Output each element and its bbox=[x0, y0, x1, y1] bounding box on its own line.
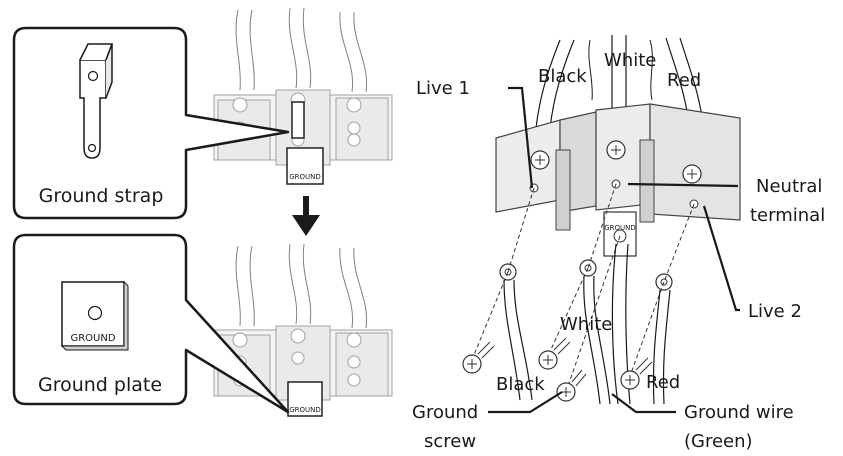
screw-middle-icon bbox=[538, 337, 571, 370]
neutral-label-line1: Neutral bbox=[756, 176, 822, 197]
ground-strap-icon bbox=[79, 43, 114, 159]
ground-screw-label-line2: screw bbox=[424, 431, 476, 452]
main-block-ground-tag: GROUND bbox=[604, 224, 636, 232]
ground-plate-icon: GROUND bbox=[60, 280, 129, 351]
leader-lines bbox=[488, 86, 740, 414]
wire-label-white-top: White bbox=[604, 50, 656, 71]
neutral-label-line2: terminal bbox=[750, 205, 825, 226]
ground-plate-text: GROUND bbox=[70, 333, 115, 344]
ring-terminals bbox=[471, 183, 695, 387]
screw-left-icon bbox=[462, 341, 495, 374]
screw-right-icon bbox=[620, 357, 653, 390]
right-panel: GROUND bbox=[412, 35, 825, 452]
ground-wire-label-line2: (Green) bbox=[684, 431, 753, 452]
block-ground-tag-upper bbox=[286, 147, 324, 185]
terminal-block-main: GROUND bbox=[495, 103, 741, 257]
wire-label-black-bottom: Black bbox=[496, 374, 545, 395]
arrow-down-icon bbox=[292, 196, 320, 236]
block-ground-tag-lower-text: GROUND bbox=[289, 406, 321, 414]
ground-screw-label-line1: Ground bbox=[412, 402, 478, 423]
ground-screw-icon bbox=[556, 369, 587, 402]
block-ground-tag-upper-text: GROUND bbox=[289, 173, 321, 181]
left-panel: GROUND GROUND bbox=[12, 7, 393, 417]
wire-label-red-top: Red bbox=[667, 70, 701, 91]
ground-strap-mark bbox=[291, 101, 305, 139]
live2-label: Live 2 bbox=[748, 301, 802, 322]
wire-label-white-mid: White bbox=[560, 314, 612, 335]
wire-label-red-bottom: Red bbox=[646, 372, 680, 393]
ground-wire-label-line1: Ground wire bbox=[684, 402, 794, 423]
live1-label: Live 1 bbox=[416, 78, 470, 99]
wire-label-black-top: Black bbox=[538, 66, 587, 87]
ground-strap-label: Ground strap bbox=[39, 185, 164, 207]
block-ground-tag-lower bbox=[287, 381, 323, 417]
callout-ground-plate bbox=[12, 233, 290, 414]
ground-plate-label: Ground plate bbox=[38, 374, 162, 396]
